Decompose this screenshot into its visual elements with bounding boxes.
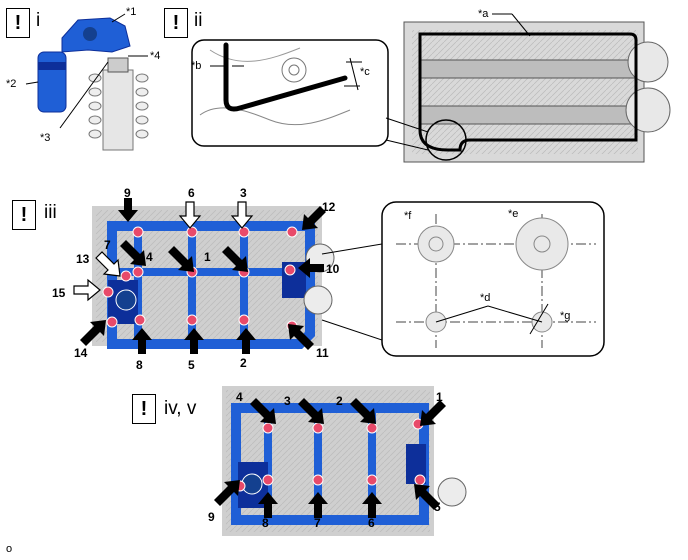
bolt-number-15: 15 <box>52 286 66 300</box>
bolt2-number-2: 2 <box>336 394 343 408</box>
bolt-number-13: 13 <box>76 252 90 266</box>
caution-badge-iv-v: ! <box>132 394 156 424</box>
cylinder-head-bolt-diagram-2 <box>214 386 467 536</box>
bolt-number-6: 6 <box>188 186 195 200</box>
bolt2-number-1: 1 <box>436 390 443 404</box>
cylinder-head-top-view <box>385 13 671 163</box>
rocker-arm-illustration <box>25 13 149 151</box>
callout-3: *3 <box>40 132 51 144</box>
caution-badge-i: ! <box>6 8 30 38</box>
bolt-number-2: 2 <box>240 356 247 370</box>
section-label-i: i <box>36 10 41 31</box>
sprocket-alignment-detail <box>321 201 605 357</box>
bolt-number-4: 4 <box>146 250 153 264</box>
callout-e: *e <box>508 208 519 220</box>
section-label-iii: iii <box>44 202 57 223</box>
cylinder-head-bolt-diagram <box>73 198 335 354</box>
bolt2-number-3: 3 <box>284 394 291 408</box>
bolt2-number-6: 6 <box>368 516 375 530</box>
bolt-number-3: 3 <box>240 186 247 200</box>
bolt-number-10: 10 <box>326 262 340 276</box>
callout-c: *c <box>360 66 370 78</box>
section-label-iv-v: iv, v <box>164 398 197 419</box>
callout-d: *d <box>480 292 491 304</box>
bolt2-number-5: 5 <box>434 500 441 514</box>
sealant-detail-box <box>191 39 389 147</box>
bolt2-number-7: 7 <box>314 516 321 530</box>
bolt-number-12: 12 <box>322 200 336 214</box>
callout-2: *2 <box>6 78 17 90</box>
callout-1: *1 <box>126 6 137 18</box>
bolt-number-8: 8 <box>136 358 143 372</box>
bolt2-number-9: 9 <box>208 510 215 524</box>
callout-g: *g <box>560 310 571 322</box>
caution-badge-iii: ! <box>12 200 36 230</box>
callout-f: *f <box>404 210 412 222</box>
footer-mark: o <box>6 543 13 555</box>
bolt2-number-8: 8 <box>262 516 269 530</box>
bolt-number-7: 7 <box>104 238 111 252</box>
bolt-number-11: 11 <box>316 346 329 360</box>
bolt-number-14: 14 <box>74 346 88 360</box>
bolt-number-5: 5 <box>188 358 195 372</box>
bolt2-number-4: 4 <box>236 390 243 404</box>
callout-b: *b <box>191 60 202 72</box>
callout-a: *a <box>478 8 489 20</box>
caution-badge-ii: ! <box>164 8 188 38</box>
section-label-ii: ii <box>194 10 203 31</box>
bolt-number-9: 9 <box>124 186 131 200</box>
callout-4: *4 <box>150 50 161 62</box>
bolt-number-1: 1 <box>204 250 211 264</box>
